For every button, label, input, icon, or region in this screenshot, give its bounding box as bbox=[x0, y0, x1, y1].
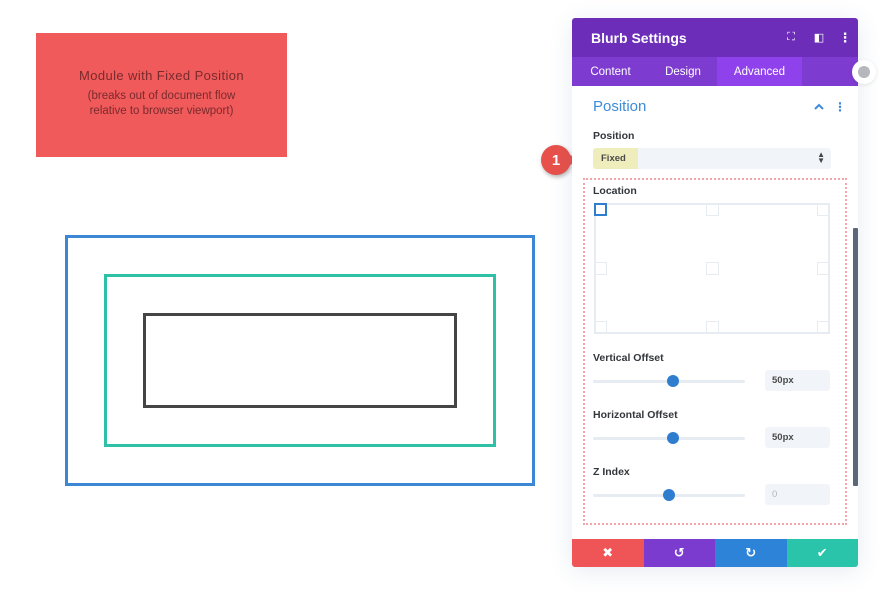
module-subtitle-line1: (breaks out of document flow bbox=[87, 90, 236, 102]
section-outline[interactable] bbox=[65, 235, 535, 486]
panel-footer: ✖ ↺ ↻ ✔ bbox=[572, 539, 858, 567]
floating-panel-handle[interactable] bbox=[852, 60, 876, 84]
module-title: Module with Fixed Position bbox=[78, 68, 245, 83]
cancel-button[interactable]: ✖ bbox=[572, 539, 644, 567]
chevron-up-icon[interactable] bbox=[814, 101, 824, 113]
undo-icon: ↺ bbox=[673, 545, 685, 560]
vertical-offset-slider[interactable] bbox=[593, 375, 745, 387]
tab-content[interactable]: Content bbox=[590, 65, 631, 78]
location-center-left[interactable] bbox=[594, 262, 607, 275]
section-title: Position bbox=[593, 98, 647, 115]
select-arrows-icon: ▲▼ bbox=[817, 150, 825, 165]
checkmark-icon: ✔ bbox=[816, 545, 828, 560]
horizontal-offset-label: Horizontal Offset bbox=[593, 409, 678, 421]
fixed-position-module[interactable]: Module with Fixed Position (breaks out o… bbox=[36, 33, 287, 157]
sidebar-toggle-icon[interactable]: ◧ bbox=[813, 32, 825, 44]
position-select-value: Fixed bbox=[593, 148, 638, 169]
module-subtitle-line2: relative to browser viewport) bbox=[89, 105, 234, 117]
close-icon: ✖ bbox=[602, 545, 614, 560]
location-top-center[interactable] bbox=[706, 203, 719, 216]
location-bottom-right[interactable] bbox=[817, 321, 830, 334]
drag-handle-icon bbox=[858, 66, 870, 78]
panel-header[interactable]: Blurb Settings ⛶ ◧ ⋮ bbox=[572, 18, 858, 57]
more-options-icon[interactable]: ⋮ bbox=[838, 29, 852, 45]
tab-design[interactable]: Design bbox=[665, 65, 701, 78]
location-grid bbox=[594, 203, 830, 334]
redo-button[interactable]: ↻ bbox=[715, 539, 787, 567]
position-select[interactable]: Fixed ▲▼ bbox=[593, 148, 831, 169]
step-badge: 1 bbox=[541, 145, 580, 175]
settings-tabs: Content Design Advanced bbox=[572, 57, 858, 86]
horizontal-offset-knob[interactable] bbox=[667, 432, 679, 444]
horizontal-offset-slider[interactable] bbox=[593, 432, 745, 444]
location-top-left[interactable] bbox=[594, 203, 607, 216]
z-index-label: Z Index bbox=[593, 466, 630, 478]
location-bottom-left[interactable] bbox=[594, 321, 607, 334]
location-label: Location bbox=[593, 185, 637, 197]
section-menu-icon[interactable]: ⋮ bbox=[834, 99, 846, 114]
vertical-offset-label: Vertical Offset bbox=[593, 352, 664, 364]
location-center[interactable] bbox=[706, 262, 719, 275]
vertical-offset-input[interactable]: 50px bbox=[765, 370, 830, 391]
save-button[interactable]: ✔ bbox=[786, 539, 858, 567]
vertical-offset-knob[interactable] bbox=[667, 375, 679, 387]
position-label: Position bbox=[593, 130, 635, 142]
row-outline[interactable] bbox=[104, 274, 496, 447]
module-subtitle: (breaks out of document flow relative to… bbox=[36, 89, 287, 119]
panel-title: Blurb Settings bbox=[591, 29, 687, 46]
location-bottom-center[interactable] bbox=[706, 321, 719, 334]
module-outline[interactable] bbox=[143, 313, 457, 408]
blurb-settings-panel: Blurb Settings ⛶ ◧ ⋮ Content Design Adva… bbox=[572, 18, 858, 567]
z-index-knob[interactable] bbox=[663, 489, 675, 501]
expand-icon[interactable]: ⛶ bbox=[787, 31, 795, 43]
z-index-slider[interactable] bbox=[593, 489, 745, 501]
z-index-input[interactable]: 0 bbox=[765, 484, 830, 505]
highlight-region bbox=[583, 178, 847, 525]
tab-advanced[interactable]: Advanced bbox=[717, 57, 802, 86]
horizontal-offset-input[interactable]: 50px bbox=[765, 427, 830, 448]
panel-scrollbar[interactable] bbox=[853, 228, 858, 486]
position-section-header[interactable]: Position ⋮ bbox=[593, 98, 846, 115]
redo-icon: ↻ bbox=[745, 545, 757, 560]
location-center-right[interactable] bbox=[817, 262, 830, 275]
undo-button[interactable]: ↺ bbox=[643, 539, 715, 567]
location-top-right[interactable] bbox=[817, 203, 830, 216]
